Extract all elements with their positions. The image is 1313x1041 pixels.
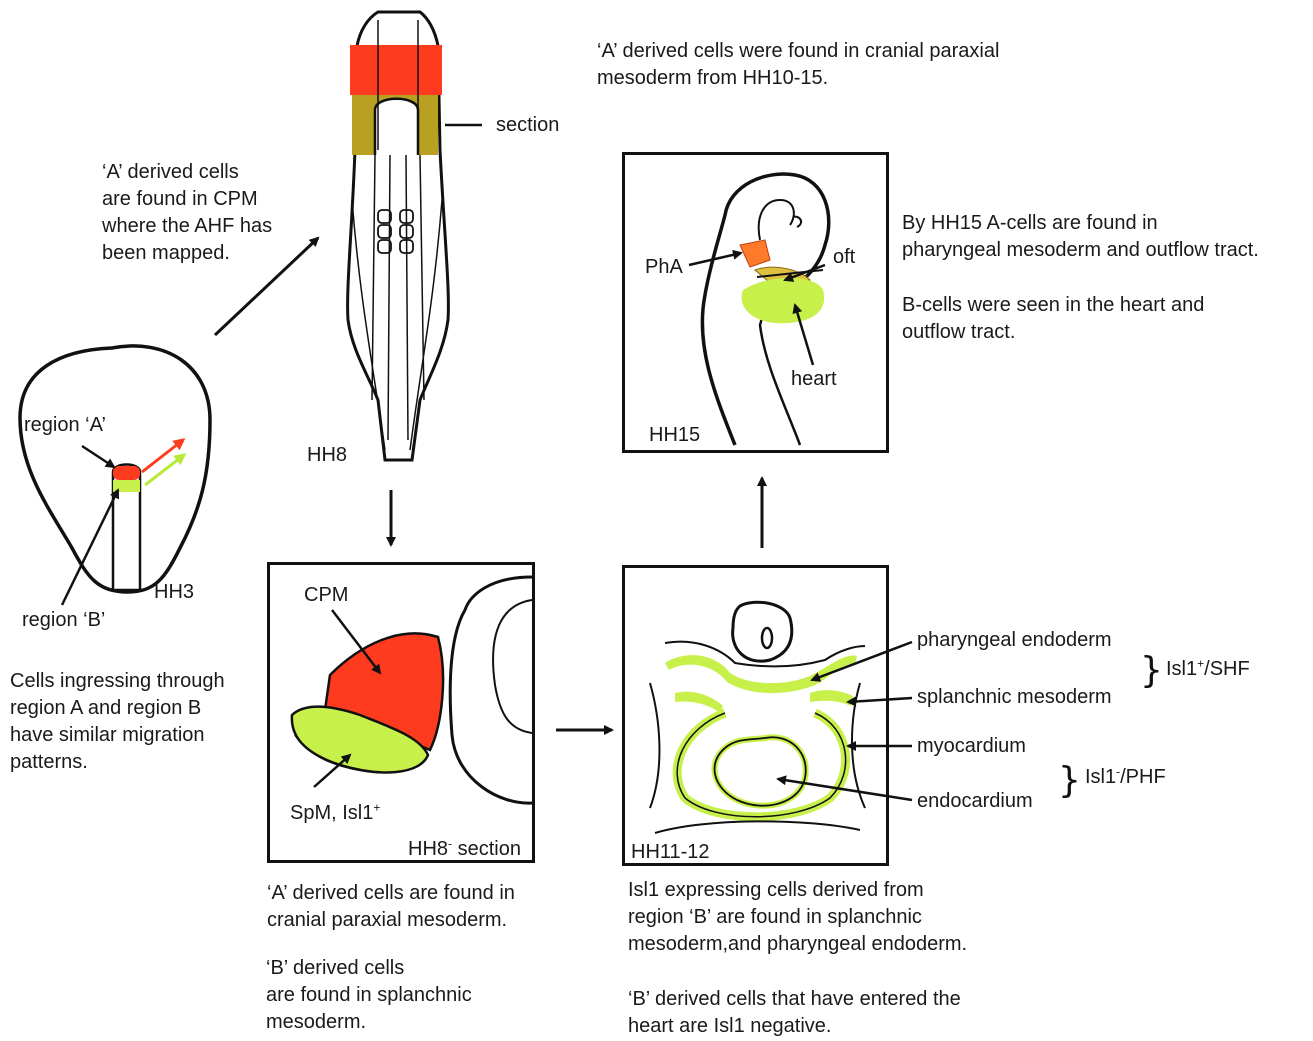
region-a-patch [113,466,140,480]
hh15-note-2: B-cells were seen in the heart and outfl… [902,292,1204,346]
pha-label: PhA [645,255,683,279]
cpm-label: CPM [304,583,348,607]
hh8-section-panel: CPM SpM, Isl1+ HH8- section [267,562,535,863]
hh15-note-1: By HH15 A-cells are found in pharyngeal … [902,210,1259,264]
section-note-1: ‘A’ derived cells are found in cranial p… [267,880,515,934]
pha-patch [740,240,770,267]
heart-patch [742,278,825,323]
hh11-stage-label: HH11-12 [631,840,710,864]
phf-label: Isl1-/PHF [1085,765,1166,789]
heart-label: heart [791,367,837,391]
spm-label: SpM, Isl1+ [290,801,380,825]
hh15-embryo-drawing [625,155,886,450]
region-a-label: region ‘A’ [24,413,106,437]
pharyngeal-endoderm-label: pharyngeal endoderm [917,628,1112,652]
shf-label: Isl1+/SHF [1166,657,1250,681]
hh11-note-2: ‘B’ derived cells that have entered the … [628,986,961,1040]
section-stage-label: HH8- section [408,837,521,861]
hh11-note-1: Isl1 expressing cells derived from regio… [628,877,967,958]
ingress-note: Cells ingressing through region A and re… [10,668,225,776]
hh15-panel: PhA oft heart HH15 [622,152,889,453]
hh8-embryo-drawing [348,12,482,460]
myocardium-label: myocardium [917,734,1026,758]
hh3-stage-label: HH3 [154,580,194,604]
region-b-label: region ‘B’ [22,608,105,632]
splanchnic-mesoderm-band [675,692,723,713]
hh15-stage-label: HH15 [649,423,700,447]
cpm-note: ‘A’ derived cells are found in CPM where… [102,159,272,267]
hh11-panel: HH11-12 [622,565,889,866]
oft-label: oft [833,245,855,269]
hh8-stage-label: HH8 [307,443,347,467]
endocardium-label: endocardium [917,789,1033,813]
top-note: ‘A’ derived cells were found in cranial … [597,38,999,92]
hh11-section-drawing [625,568,886,863]
hh3-embryo-drawing [20,346,210,605]
section-note-2: ‘B’ derived cells are found in splanchni… [266,955,472,1036]
section-label: section [496,113,559,137]
splanchnic-mesoderm-label: splanchnic mesoderm [917,685,1112,709]
hh8-red-region [350,45,442,95]
